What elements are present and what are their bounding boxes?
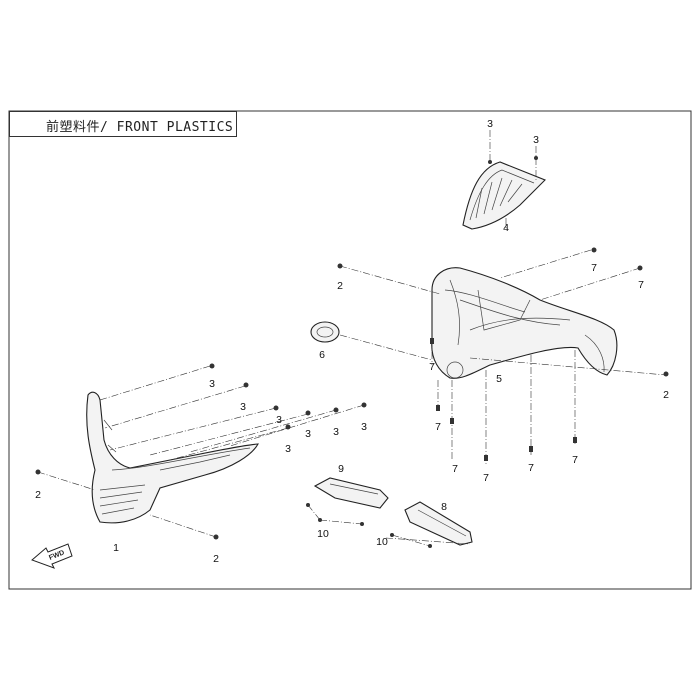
callout-7: 7 (591, 262, 597, 274)
callout-3: 3 (533, 134, 539, 146)
callout-3: 3 (487, 118, 493, 130)
callout-7: 7 (572, 454, 578, 466)
callout-7: 7 (429, 361, 435, 373)
callout-9: 9 (338, 463, 344, 475)
callout-2: 2 (337, 280, 343, 292)
callout-7: 7 (435, 421, 441, 433)
callout-1: 1 (113, 542, 119, 554)
callout-3: 3 (285, 443, 291, 455)
part-9-bracket (313, 477, 389, 509)
callout-7: 7 (483, 472, 489, 484)
part-1-front-fascia (86, 391, 259, 524)
callout-3: 3 (276, 414, 282, 426)
diagram-border (8, 110, 692, 590)
callout-2: 2 (213, 553, 219, 565)
callout-3: 3 (209, 378, 215, 390)
part-8-bracket (404, 501, 473, 546)
callout-7: 7 (452, 463, 458, 475)
fwd-arrow-icon: FWD (31, 543, 73, 569)
callout-3: 3 (333, 426, 339, 438)
callout-4: 4 (503, 222, 509, 234)
part-4-vent-grille (462, 161, 546, 230)
callout-10: 10 (376, 536, 388, 548)
part-6-emblem (310, 321, 340, 343)
callout-2: 2 (663, 389, 669, 401)
callout-8: 8 (441, 501, 447, 513)
leader-lines (37, 130, 667, 547)
fasteners (35, 156, 669, 548)
callout-3: 3 (361, 421, 367, 433)
callout-7: 7 (638, 279, 644, 291)
callout-6: 6 (319, 349, 325, 361)
part-5-front-body (431, 267, 618, 379)
callout-7: 7 (528, 462, 534, 474)
callout-10: 10 (317, 528, 329, 540)
callout-2: 2 (35, 489, 41, 501)
callout-3: 3 (305, 428, 311, 440)
callout-3: 3 (240, 401, 246, 413)
callout-5: 5 (496, 373, 502, 385)
callout-labels: 3 3 4 2 7 7 6 7 5 2 7 7 7 7 7 3 3 3 3 3 … (35, 118, 669, 565)
title-box: 前塑料件/ FRONT PLASTICS (9, 111, 237, 137)
page-title: 前塑料件/ FRONT PLASTICS (46, 120, 234, 135)
